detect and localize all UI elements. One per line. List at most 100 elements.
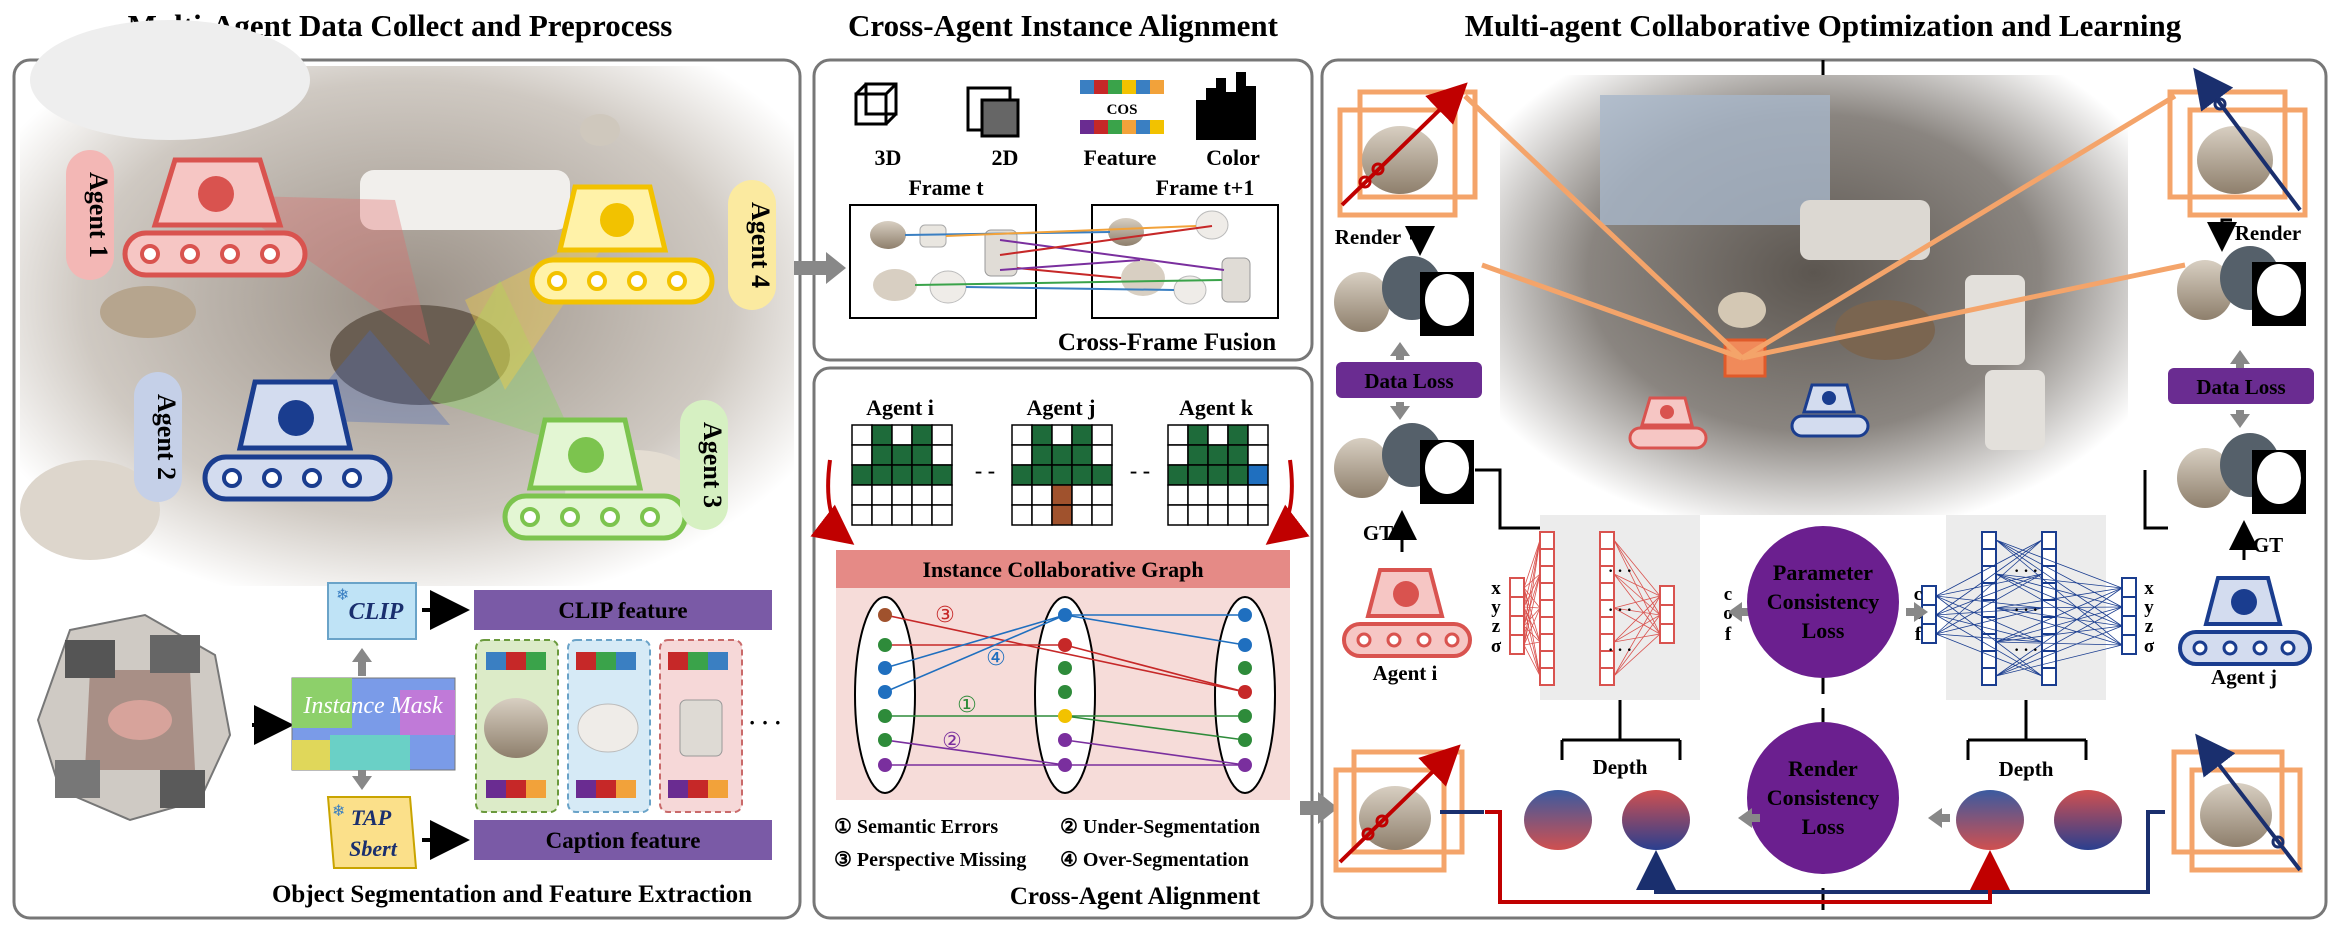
- render-loss-line2: Consistency: [1767, 785, 1879, 810]
- arrow-up-right: [2230, 410, 2250, 428]
- graph-edge: [1064, 715, 1246, 741]
- mlp-hidden-cell: [2041, 650, 2057, 669]
- render-loss-line1: Render: [1788, 756, 1858, 781]
- agent3-label: Agent 3: [698, 422, 727, 508]
- graph-node: [878, 608, 892, 622]
- mlp-edge: [1613, 573, 1661, 597]
- grid-cell: [1227, 424, 1249, 446]
- legend-feature: Feature: [1084, 145, 1157, 170]
- grid-cell: [1071, 424, 1093, 446]
- gt-color-left: [1334, 438, 1390, 498]
- grid-cell: [1091, 444, 1113, 466]
- mlp-edge: [1995, 539, 2123, 608]
- gt-mask-shape: [2257, 452, 2301, 504]
- mlp-edge: [1935, 539, 2043, 616]
- mlp-edge: [1523, 606, 1541, 609]
- grid-cell: [1187, 504, 1209, 526]
- graph-node: [1238, 733, 1252, 747]
- graph-nodes: [878, 608, 1252, 772]
- render-mask-shape: [2257, 264, 2301, 316]
- mlp-edge: [1935, 607, 2043, 635]
- mlp-edge: [1935, 539, 2043, 597]
- graph-node: [878, 638, 892, 652]
- grid-cell: [931, 464, 953, 486]
- middle-top-panel-frame: [812, 58, 1314, 362]
- mlp-hidden-cell: [1539, 582, 1555, 601]
- mlp-left-dots: · · ·: [1608, 602, 1632, 619]
- mlp-edge: [1613, 607, 1661, 616]
- input-x: x: [2144, 578, 2154, 599]
- output-c: c: [1724, 584, 1732, 605]
- mlp-hidden-cell: [1539, 548, 1555, 567]
- input-x: x: [1491, 578, 1501, 599]
- mlp-hidden-cell: [1539, 599, 1555, 618]
- arrow-up-left: [1390, 402, 1410, 420]
- depth-map-right-a: [1956, 790, 2024, 850]
- agent1-label: Agent 1: [84, 172, 113, 258]
- grid-cell: [1167, 464, 1189, 486]
- depth-label-right: Depth: [1999, 757, 2054, 781]
- gt-mask-shape: [1425, 442, 1469, 494]
- arrow-to-param-loss-left: [1728, 602, 1750, 622]
- projection-line-j-bottom: [1741, 262, 2186, 361]
- agent-j-robot: [2178, 576, 2312, 666]
- legend-over-segmentation: ④ Over-Segmentation: [1060, 849, 1249, 871]
- grid-cell: [1011, 464, 1033, 486]
- mlp-edge: [1613, 595, 1661, 609]
- agent2-label-pill: [134, 372, 182, 502]
- grid-agent-j-label: Agent j: [1026, 395, 1095, 420]
- grid-cell: [851, 464, 873, 486]
- graph-edge: [884, 614, 1066, 669]
- mlp-edge: [1935, 614, 2043, 677]
- object-card-basket: [567, 639, 651, 813]
- mlp-hidden-cell: [1539, 616, 1555, 635]
- mlp-hidden-cell: [1539, 633, 1555, 652]
- color-histogram-icon: [1196, 72, 1256, 140]
- agent-k-grid: [1167, 424, 1269, 526]
- mlp-edge: [1523, 587, 1541, 677]
- mlp-edge: [1935, 633, 2043, 677]
- mlp-edge: [1935, 595, 2043, 677]
- grid-cell: [1187, 424, 1209, 446]
- graph-node: [1058, 661, 1072, 675]
- mlp-input-cell: [2121, 615, 2137, 636]
- grid-cell: [1091, 504, 1113, 526]
- agent1-robot: [122, 157, 308, 278]
- mini-agent-i-in-room: [1628, 396, 1708, 450]
- mlp-input-cell: [1509, 634, 1525, 655]
- agent3-robot: [502, 417, 688, 541]
- mlp-edge: [1613, 633, 1661, 677]
- input-sigma: σ: [2144, 636, 2155, 657]
- mlp-input-cell: [2121, 634, 2137, 655]
- mlp-edge: [1935, 573, 2043, 597]
- grid-cell: [1247, 504, 1269, 526]
- input-z: z: [1492, 616, 1501, 637]
- grid-cell: [911, 444, 933, 466]
- mlp-edge: [1995, 606, 2123, 609]
- output-c: c: [1914, 584, 1922, 605]
- grid-cell: [1051, 424, 1073, 446]
- camera-cube-left-top: [1337, 82, 1478, 218]
- arrow-depth-right-to-loss: [1928, 808, 1950, 828]
- graph-node: [1058, 685, 1072, 699]
- mlp-edge: [1613, 595, 1661, 643]
- graph-node: [1058, 733, 1072, 747]
- connector-left-gt: [1475, 468, 1550, 530]
- grid-cell: [1071, 464, 1093, 486]
- mlp-edge: [1995, 625, 2123, 677]
- arrow-stem: [358, 770, 366, 778]
- grid-cell: [1051, 504, 1073, 526]
- agent3-label-pill: [680, 400, 728, 530]
- mlp-edge: [1613, 573, 1661, 635]
- graph-node: [878, 733, 892, 747]
- grid-cell: [1207, 484, 1229, 506]
- mlp-hidden-cell: [1599, 582, 1615, 601]
- legend-under-segmentation: ② Under-Segmentation: [1060, 816, 1260, 838]
- graph-edge: [884, 739, 1066, 766]
- graph-node: [1238, 638, 1252, 652]
- grid-cell: [931, 444, 953, 466]
- agent4-robot: [529, 184, 715, 305]
- mlp-right-dots: · · ·: [2014, 602, 2038, 619]
- mlp-hidden-cell: [1599, 667, 1615, 686]
- grid-agent-i-label: Agent i: [866, 395, 934, 420]
